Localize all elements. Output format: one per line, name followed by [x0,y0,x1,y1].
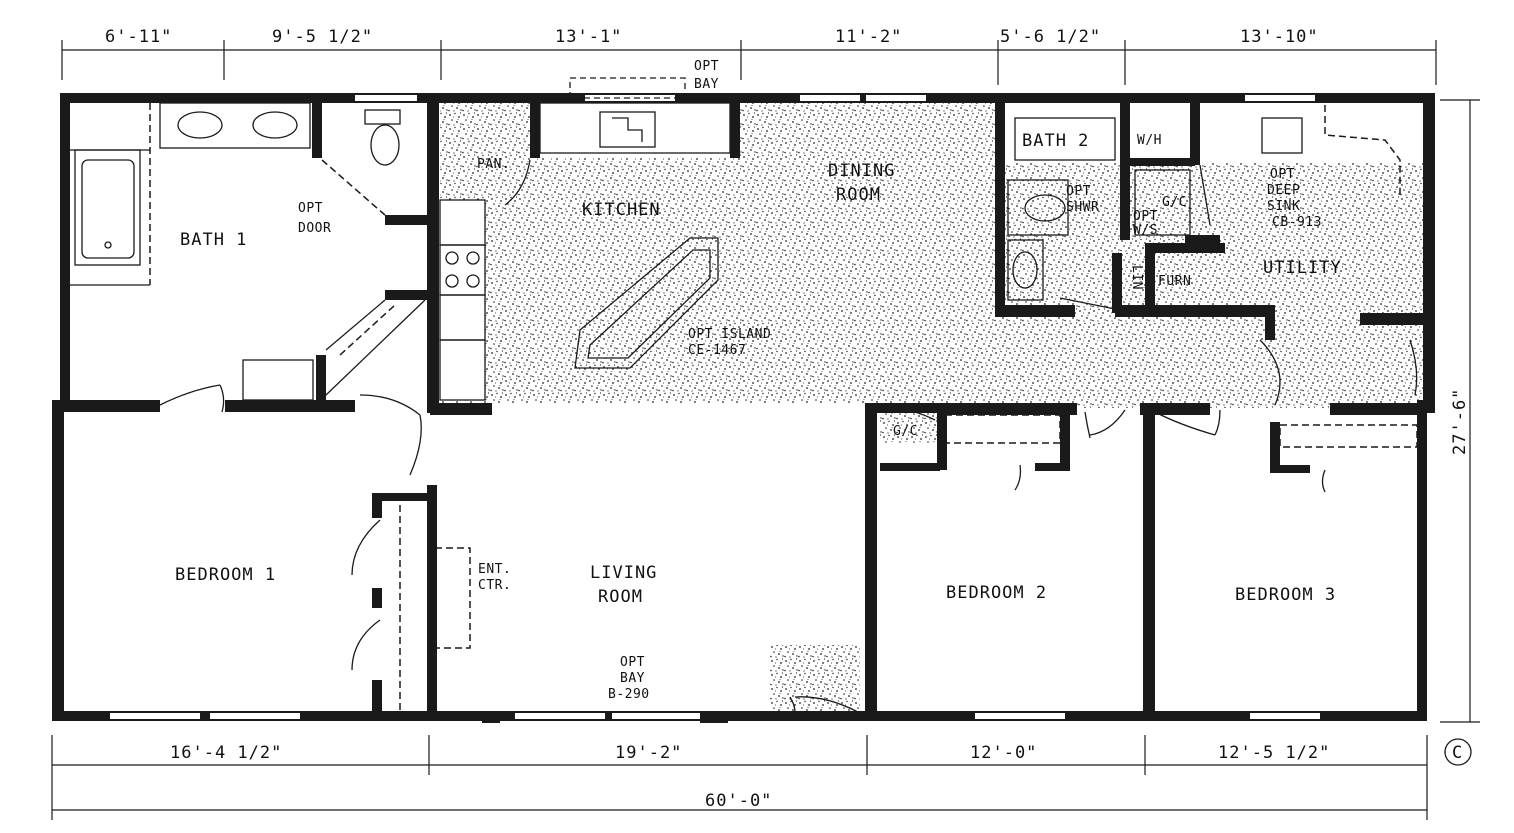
opt-ws-label: OPT [1133,209,1158,224]
dim-bottom-2: 19'-2" [615,743,682,763]
bath2-label: BATH 2 [1022,131,1089,151]
utility-label: UTILITY [1263,258,1342,278]
lin-label: LIN [1129,265,1144,290]
dining-label: DINING [828,161,895,181]
bath1-fixtures [70,102,426,401]
opt-shwr-label-2: SHWR [1066,200,1099,215]
dim-bottom-1: 16'-4 1/2" [170,743,282,763]
dimension-lines [51,40,1480,820]
room-labels: BATH 1 OPT DOOR PAN. KITCHEN DINING ROOM… [175,59,1342,702]
ent-ctr-label: ENT. [478,562,511,577]
interior-walls [60,93,1425,721]
opt-bay-living-code: B-290 [608,687,650,702]
copyright-letter: C [1452,743,1463,763]
pantry-label: PAN. [477,157,510,172]
dimension-labels: 6'-11" 9'-5 1/2" 13'-1" 11'-2" 5'-6 1/2"… [105,27,1470,811]
bedroom1-label: BEDROOM 1 [175,565,276,585]
furn-label: FURN [1158,274,1191,289]
dim-overall-length: 60'-0" [705,791,772,811]
bedroom3-label: BEDROOM 3 [1235,585,1336,605]
kitchen-label: KITCHEN [582,200,661,220]
dim-top-5: 5'-6 1/2" [1000,27,1101,47]
opt-bay-living-label: OPT [620,655,645,670]
deep-sink-label-3: SINK [1267,199,1300,214]
deep-sink-label-2: DEEP [1267,183,1300,198]
opt-island-code: CE-1467 [688,343,746,358]
dim-bottom-3: 12'-0" [970,743,1037,763]
dim-top-6: 13'-10" [1240,27,1319,47]
dim-top-3: 13'-1" [555,27,622,47]
dim-overall-depth: 27'-6" [1450,388,1470,455]
deep-sink-code: CB-913 [1272,215,1322,230]
living-label-2: ROOM [598,587,643,607]
living-label: LIVING [590,563,657,583]
wh-label: W/H [1137,133,1162,148]
opt-shwr-label: OPT [1066,184,1091,199]
opt-ws-label-2: W/S [1133,223,1158,238]
bath2-utility-fixtures [1007,105,1418,406]
gc-utility-label: G/C [1162,195,1187,210]
gc-hall-label: G/C [893,424,918,439]
dining-label-2: ROOM [836,185,881,205]
bath1-label: BATH 1 [180,230,247,250]
dim-bottom-4: 12'-5 1/2" [1218,743,1330,763]
dim-top-4: 11'-2" [835,27,902,47]
dim-top-2: 9'-5 1/2" [272,27,373,47]
deep-sink-label: OPT [1270,167,1295,182]
ent-ctr-label-2: CTR. [478,578,511,593]
doors-and-closets [159,384,1418,723]
opt-door-label: OPT [298,201,323,216]
opt-bay-top-label: OPT [694,59,719,74]
opt-bay-top-label-2: BAY [694,77,719,92]
bedroom2-label: BEDROOM 2 [946,583,1047,603]
kitchen-fixtures [439,77,731,401]
copyright-icon: C [1444,738,1472,766]
dim-top-1: 6'-11" [105,27,172,47]
opt-island-label: OPT ISLAND [688,327,771,342]
opt-bay-living-label-2: BAY [620,671,645,686]
opt-door-label-2: DOOR [298,221,331,236]
